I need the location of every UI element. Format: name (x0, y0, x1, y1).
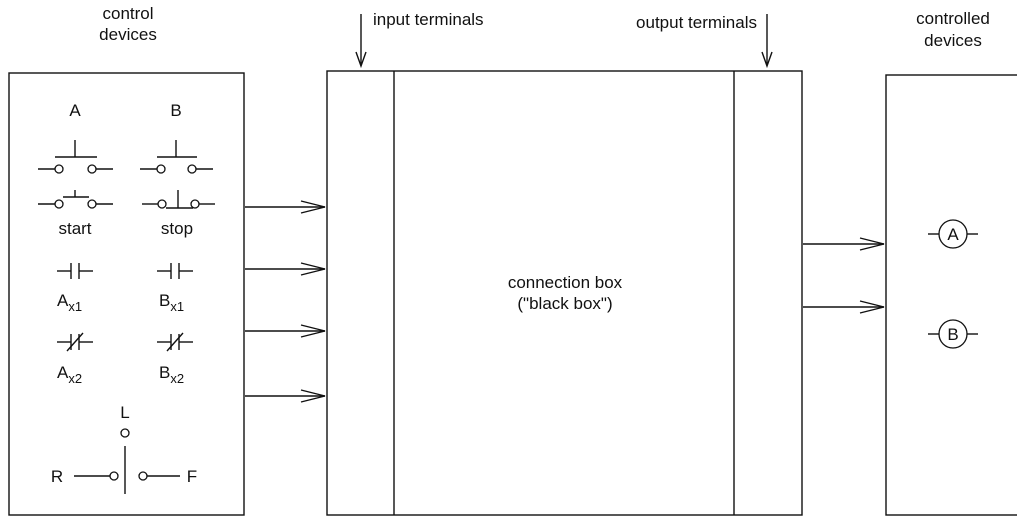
coil-b-symbol (928, 319, 978, 349)
contact-a-normally-open-symbol (57, 263, 93, 279)
controlled-devices-box (885, 74, 1017, 516)
contact-b1-label: Bx1 (159, 291, 184, 314)
connection-box-subtitle: ("black box") (517, 294, 612, 313)
control-devices-box (8, 72, 245, 516)
switch-f-label: F (187, 467, 197, 486)
start-pushbutton-symbol (38, 140, 113, 209)
column-a-label: A (69, 101, 81, 120)
input-terminals-pointer (355, 14, 367, 69)
output-terminals-label: output terminals (636, 13, 757, 32)
selector-switch-symbol (74, 428, 180, 494)
switch-r-label: R (51, 467, 63, 486)
connection-box (326, 70, 803, 516)
output-terminals-pointer (761, 14, 773, 69)
contact-a-normally-closed-symbol (57, 332, 93, 352)
control-devices-label-line2: devices (99, 25, 157, 44)
coil-a-label: A (947, 225, 959, 244)
contact-a2-label: Ax2 (57, 363, 82, 386)
control-devices-label-line1: control (102, 4, 153, 23)
controlled-devices-label-line2: devices (924, 31, 982, 50)
contact-a1-label: Ax1 (57, 291, 82, 314)
connection-box-title: connection box (508, 273, 623, 292)
start-label: start (58, 219, 91, 238)
coil-a-symbol (928, 219, 978, 249)
controlled-devices-label-line1: controlled (916, 9, 990, 28)
contact-b-normally-open-symbol (157, 263, 193, 279)
stop-pushbutton-symbol (140, 140, 215, 209)
contact-b2-label: Bx2 (159, 363, 184, 386)
contact-b-normally-closed-symbol (157, 332, 193, 352)
coil-b-label: B (947, 325, 958, 344)
input-terminals-label: input terminals (373, 10, 484, 29)
stop-label: stop (161, 219, 193, 238)
column-b-label: B (170, 101, 181, 120)
switch-l-label: L (120, 403, 129, 422)
